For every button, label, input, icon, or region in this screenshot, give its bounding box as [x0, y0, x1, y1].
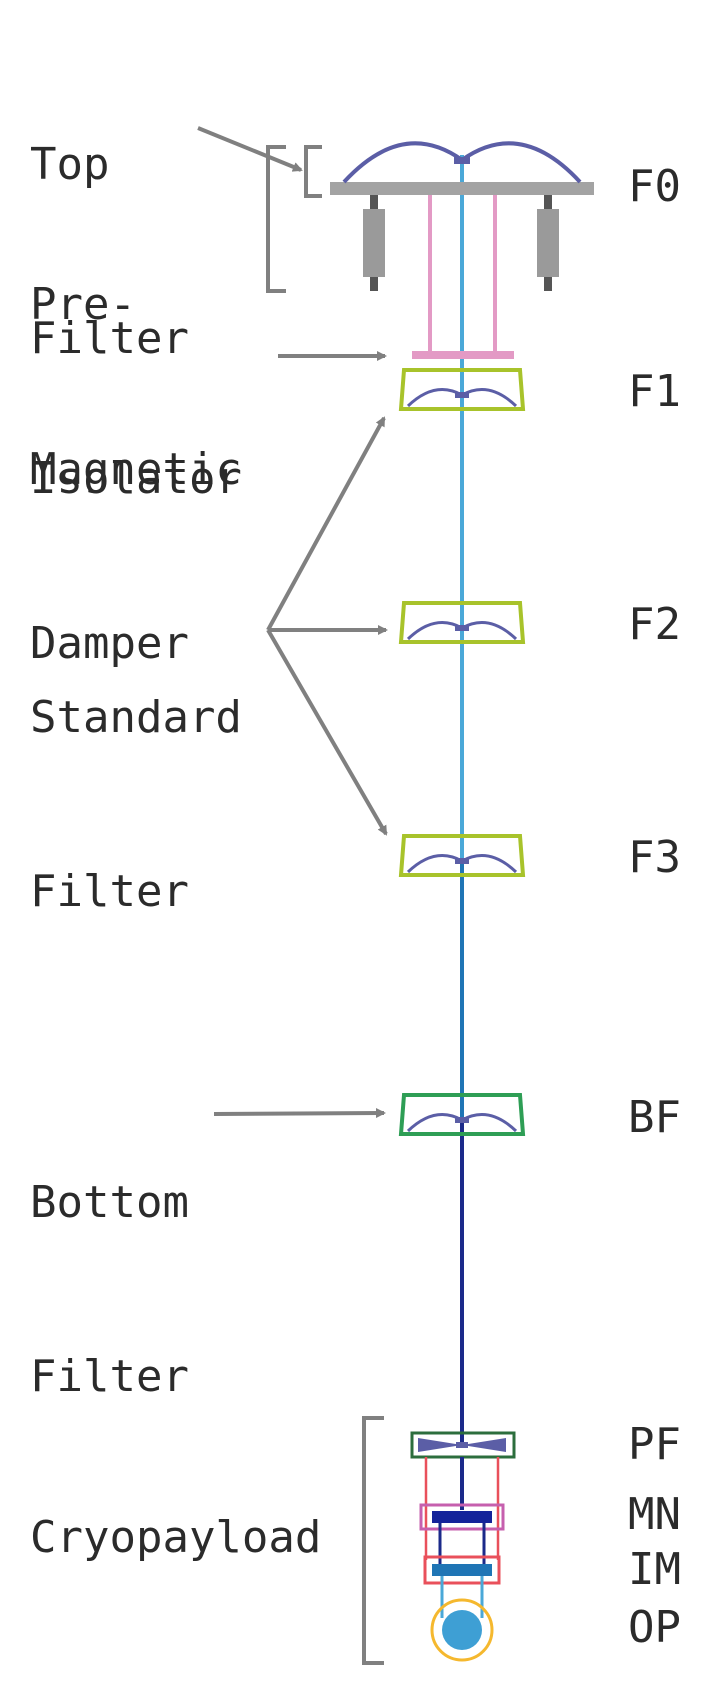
label-magnetic-damper: Magnetic Damper [30, 444, 242, 669]
standard-filter-f1 [398, 368, 526, 411]
standard-filter-f2 [398, 601, 526, 644]
leg-left-bottom [370, 277, 378, 291]
leg-left-body [363, 209, 385, 277]
pre-isolator-bracket [266, 145, 286, 293]
stage-tag-op: OP [628, 1602, 681, 1653]
stage-tag-f1: F1 [628, 366, 681, 417]
magnetic-damper-bar [412, 351, 514, 359]
leg-right-body [537, 209, 559, 277]
stage-tag-im: IM [628, 1544, 681, 1595]
label-bottom-filter: Bottom Filter [30, 1177, 189, 1402]
leg-right-top [544, 195, 552, 209]
standard-filter-f3 [398, 834, 526, 877]
top-filter-bracket [304, 145, 322, 198]
stage-tag-f3: F3 [628, 832, 681, 883]
pre-isolator-assembly [330, 141, 594, 355]
label-standard-filter: Standard Filter [30, 692, 242, 917]
top-plate [330, 182, 594, 195]
stage-tag-pf: PF [628, 1419, 681, 1470]
bottom-filter-bf [398, 1093, 526, 1136]
im-mass [432, 1564, 492, 1576]
cryopayload-bracket [362, 1416, 384, 1665]
arrow-bottom-filter [213, 1108, 386, 1119]
arrow-top-filter [197, 126, 303, 172]
leg-left-top [370, 195, 378, 209]
label-pre-isolator: Pre- Isolator [30, 279, 242, 504]
arrow-standard-filter-f1 [266, 416, 386, 631]
stage-tag-bf: BF [628, 1092, 681, 1143]
intermediate-mass-im [423, 1555, 501, 1585]
label-top-filter: Top Filter [30, 139, 189, 364]
label-cryopayload: Cryopayload [30, 1512, 322, 1563]
optic-op-ring [430, 1598, 494, 1662]
mn-mass [432, 1511, 492, 1523]
marionette-mn [419, 1503, 505, 1531]
stage-tag-f2: F2 [628, 599, 681, 650]
stage-tag-f0: F0 [628, 161, 681, 212]
leg-right-bottom [544, 277, 552, 291]
mirror [442, 1610, 482, 1650]
arrow-standard-filter-f3 [266, 628, 388, 836]
cryopayload-assembly [410, 1431, 516, 1662]
stage-tag-mn: MN [628, 1489, 681, 1540]
top-filter-keystone [454, 157, 470, 164]
